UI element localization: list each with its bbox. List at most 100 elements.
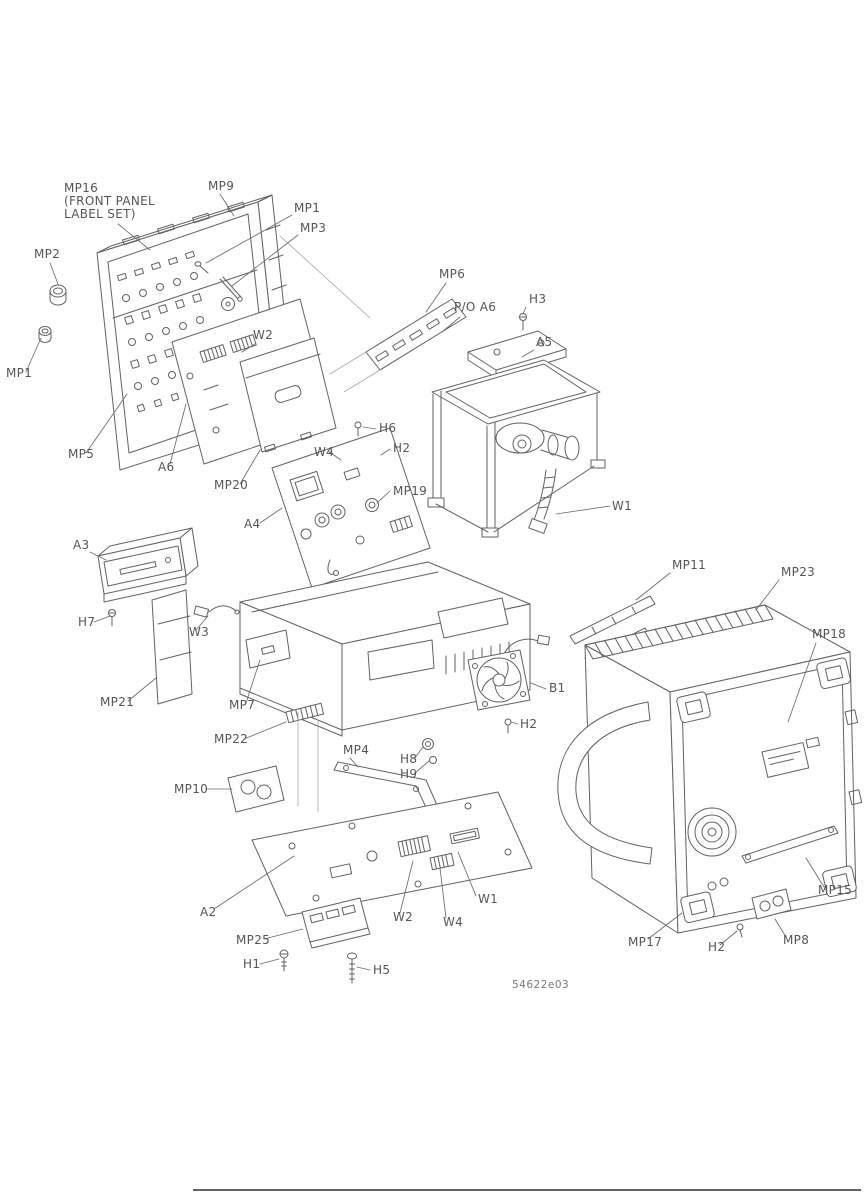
- leader-po-a6: [441, 316, 461, 333]
- label-mp1-top: MP1: [294, 201, 320, 215]
- component-mp19: [365, 498, 379, 512]
- label-mp5: MP5: [68, 447, 94, 461]
- knob-mp2: [49, 284, 67, 306]
- connector-w1-bottom: [449, 827, 480, 845]
- screw-h3: [519, 313, 527, 331]
- label-h9: H9: [400, 767, 417, 781]
- leader-h2-rear: [719, 930, 738, 946]
- leader-b1: [530, 682, 547, 690]
- leader-mp23: [755, 579, 780, 611]
- fan-b1: [467, 634, 551, 711]
- figure-code: 54622e03: [512, 979, 569, 991]
- label-mp7: MP7: [229, 698, 255, 712]
- leader-mp4: [349, 757, 359, 768]
- label-mp17: MP17: [628, 935, 662, 949]
- bracket-mp25: [301, 897, 371, 949]
- label-a3: A3: [73, 538, 89, 552]
- label-mp1-left: MP1: [6, 366, 32, 380]
- label-mp25: MP25: [236, 933, 270, 947]
- board-a2: [251, 791, 533, 917]
- leader-w1-top: [555, 505, 611, 515]
- label-mp6: MP6: [439, 267, 465, 281]
- leader-h2-fan: [510, 721, 519, 725]
- leader-mp7: [245, 659, 261, 704]
- label-mp4: MP4: [343, 743, 369, 757]
- leader-a5: [521, 349, 535, 358]
- screw-h7: [108, 609, 116, 627]
- label-mp18: MP18: [812, 627, 846, 641]
- label-w4-bottom: W4: [443, 915, 463, 929]
- screw-h2-fan: [504, 718, 512, 734]
- leader-h7: [93, 615, 111, 623]
- label-mp16-line2: (FRONT PANEL: [64, 194, 155, 208]
- guide-lines: [279, 235, 381, 813]
- label-mp21: MP21: [100, 695, 134, 709]
- leader-mp25: [263, 928, 304, 940]
- grommet-h8: [422, 738, 434, 750]
- leader-h2-top: [380, 448, 391, 456]
- leader-h6: [362, 426, 377, 430]
- leader-mp19: [376, 490, 391, 504]
- label-w2-top: W2: [253, 328, 273, 342]
- label-a2: A2: [200, 905, 216, 919]
- leader-w3: [195, 615, 209, 631]
- label-h8: H8: [400, 752, 417, 766]
- leader-mp21: [127, 677, 157, 702]
- plate-mp8: [751, 888, 792, 920]
- handle: [557, 701, 653, 865]
- label-mp10: MP10: [174, 782, 208, 796]
- label-h2-rear: H2: [708, 940, 725, 954]
- leader-a6: [169, 403, 187, 465]
- plate-mp10: [227, 765, 285, 813]
- cable-w3: [193, 605, 240, 618]
- label-po-a6: P/O A6: [454, 300, 496, 314]
- label-a5: A5: [536, 335, 552, 349]
- shaft-mp1: [194, 261, 209, 274]
- screw-h5: [347, 952, 357, 984]
- crt-frame-a5: [427, 359, 606, 538]
- board-a4: [271, 427, 431, 589]
- label-h2-fan: H2: [520, 717, 537, 731]
- label-h5: H5: [373, 963, 390, 977]
- leader-h3: [522, 306, 527, 315]
- label-mp23: MP23: [781, 565, 815, 579]
- label-w2-bottom: W2: [393, 910, 413, 924]
- panel-mp21: [151, 589, 193, 705]
- label-w4-top: W4: [314, 445, 334, 459]
- label-w1-top: W1: [612, 499, 632, 513]
- leader-mp6: [425, 282, 447, 313]
- leader-mp11: [635, 572, 671, 601]
- screw-h6: [354, 421, 362, 437]
- label-h3: H3: [529, 292, 546, 306]
- strip-mp22: [285, 702, 325, 724]
- label-mp16: MP16: [64, 181, 98, 195]
- leader-mp22: [243, 721, 287, 740]
- screw-h2-rear: [736, 923, 744, 938]
- connector-w2-bottom: [397, 835, 431, 858]
- vent-comb: [584, 604, 774, 660]
- label-a6: A6: [158, 460, 174, 474]
- corner-guard-mp17: [680, 891, 715, 924]
- label-mp11: MP11: [672, 558, 706, 572]
- leader-mp1-left: [25, 337, 42, 373]
- leader-w4-bottom: [439, 867, 447, 919]
- leader-w4-top: [327, 450, 342, 461]
- leader-mp5: [85, 393, 128, 454]
- label-h2-top: H2: [393, 441, 410, 455]
- label-mp20: MP20: [214, 478, 248, 492]
- label-mp22: MP22: [214, 732, 248, 746]
- connector-w2-top: [199, 334, 257, 363]
- leader-h1: [259, 958, 280, 965]
- label-a4: A4: [244, 517, 260, 531]
- label-mp9: MP9: [208, 179, 234, 193]
- bar-mp15: [741, 825, 839, 864]
- knob-mp1: [38, 326, 52, 343]
- label-w1-bottom: W1: [478, 892, 498, 906]
- rear-sticker: [761, 742, 810, 778]
- corner-guard: [822, 865, 857, 898]
- leader-w1-bottom: [457, 851, 477, 897]
- shield-mp20: [239, 337, 337, 453]
- cabinet-mp23: [557, 604, 863, 938]
- corner-guard: [676, 691, 711, 724]
